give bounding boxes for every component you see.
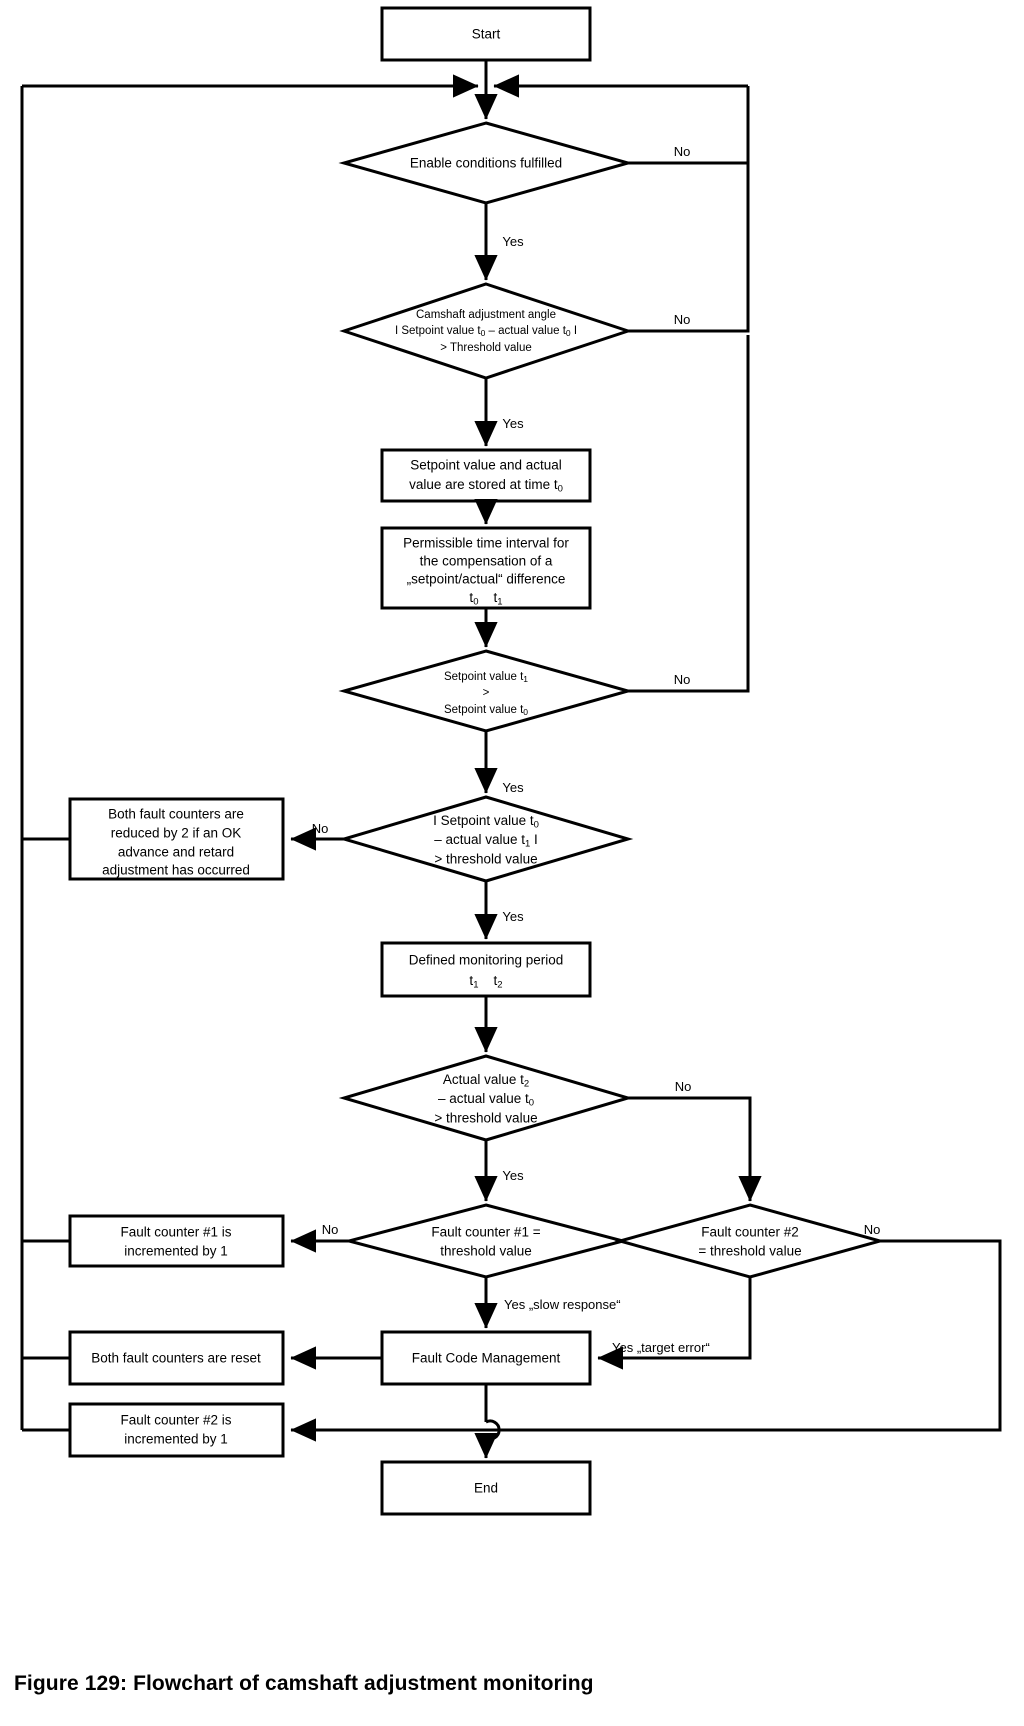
node-permissible-line3: „setpoint/actual“ difference: [407, 572, 566, 587]
node-setpoint-act-line3: > threshold value: [434, 852, 537, 867]
node-store-line1: Setpoint value and actual: [410, 458, 562, 473]
node-reduce-line1: Both fault counters are: [108, 807, 244, 822]
edge-label-actual-cmp-yes: Yes: [502, 1168, 524, 1183]
node-actual-compare: Actual value t2 – actual value t0 > thre…: [338, 1054, 634, 1142]
node-fc2-inc-line1: Fault counter #2 is: [120, 1413, 231, 1428]
node-setpoint-cmp-line3: Setpoint value t0: [444, 704, 528, 717]
node-camshaft-angle: Camshaft adjustment angle I Setpoint val…: [339, 282, 633, 380]
edge-label-fc2-yes: Yes „target error“: [612, 1340, 710, 1355]
node-setpoint-cmp-line2: >: [483, 687, 490, 699]
node-permissible-line4: t0 t1: [469, 590, 502, 607]
node-fault-code-management: Fault Code Management: [380, 1330, 592, 1386]
node-permissible-line1: Permissible time interval for: [403, 536, 569, 551]
node-monitoring-period: Defined monitoring period t1 t2: [380, 941, 592, 998]
edge-fc2-no: [290, 1239, 1002, 1442]
node-camshaft-line1: Camshaft adjustment angle: [416, 309, 556, 321]
node-setpoint-compare: Setpoint value t1 > Setpoint value t0: [338, 649, 634, 733]
node-reset-counters: Both fault counters are reset: [68, 1330, 285, 1386]
node-store-values: Setpoint value and actual value are stor…: [380, 448, 592, 503]
edge-label-enable-yes: Yes: [502, 234, 524, 249]
node-camshaft-line3: > Threshold value: [440, 342, 532, 354]
node-setpoint-act-line1: I Setpoint value t0: [433, 813, 539, 830]
node-actual-cmp-line2: – actual value t0: [438, 1091, 534, 1108]
node-setpoint-actual-compare: I Setpoint value t0 – actual value t1 I …: [338, 795, 634, 883]
figure-caption: Figure 129: Flowchart of camshaft adjust…: [14, 1672, 594, 1695]
node-store-line2: value are stored at time t0: [409, 477, 563, 494]
node-monitoring-line2: t1 t2: [469, 973, 502, 990]
node-fault-counter-2-increment: Fault counter #2 is incremented by 1: [68, 1402, 285, 1458]
edge-camshaft-no: [628, 163, 750, 333]
node-fc2-line1: Fault counter #2: [701, 1225, 799, 1240]
node-fc1-line1: Fault counter #1 =: [431, 1225, 540, 1240]
edge-label-fc1-no: No: [322, 1222, 339, 1237]
node-actual-cmp-line1: Actual value t2: [443, 1072, 529, 1089]
node-fc1-inc-line1: Fault counter #1 is: [120, 1225, 231, 1240]
node-reduce-line3: advance and retard: [118, 845, 234, 860]
node-end: End: [380, 1460, 592, 1516]
node-camshaft-line2: I Setpoint value t0 – actual value t0 I: [395, 325, 577, 338]
node-fault-counter-1-threshold: Fault counter #1 = threshold value: [343, 1203, 629, 1279]
node-monitoring-line1: Defined monitoring period: [409, 953, 564, 968]
node-permissible-line2: the compensation of a: [420, 554, 553, 569]
node-fc1-line2: threshold value: [440, 1244, 532, 1259]
edge-label-fc1-yes: Yes „slow response“: [504, 1297, 621, 1312]
node-fc2-line2: = threshold value: [698, 1244, 801, 1259]
node-enable-label: Enable conditions fulfilled: [410, 156, 562, 171]
node-permissible-interval: Permissible time interval for the compen…: [380, 526, 592, 610]
node-start: Start: [380, 6, 592, 62]
edge-label-enable-no: No: [674, 144, 691, 159]
node-setpoint-act-line2: – actual value t1 I: [434, 832, 538, 849]
edge-label-camshaft-yes: Yes: [502, 416, 524, 431]
edge-label-setpoint-act-no: No: [312, 821, 329, 836]
node-reduce-counters: Both fault counters are reduced by 2 if …: [68, 797, 285, 881]
node-fault-counter-2-threshold: Fault counter #2 = threshold value: [614, 1203, 886, 1279]
node-end-label: End: [474, 1481, 498, 1496]
edge-setpoint-cmp-no: [628, 335, 750, 693]
node-fc2-inc-line2: incremented by 1: [124, 1432, 228, 1447]
edge-label-setpoint-cmp-no: No: [674, 672, 691, 687]
node-actual-cmp-line3: > threshold value: [434, 1111, 537, 1126]
node-setpoint-cmp-line1: Setpoint value t1: [444, 671, 528, 684]
node-reduce-line2: reduced by 2 if an OK: [111, 826, 242, 841]
edge-label-camshaft-no: No: [674, 312, 691, 327]
node-fc1-inc-line2: incremented by 1: [124, 1244, 228, 1259]
edge-label-setpoint-act-yes: Yes: [502, 909, 524, 924]
edge-fc2-yes: [597, 1277, 752, 1370]
node-reset-label: Both fault counters are reset: [91, 1351, 261, 1366]
edge-label-setpoint-cmp-yes: Yes: [502, 780, 524, 795]
edge-actual-cmp-no: [628, 1096, 762, 1202]
node-fault-counter-1-increment: Fault counter #1 is incremented by 1: [68, 1214, 285, 1268]
edge-label-fc2-no: No: [864, 1222, 881, 1237]
edge-label-actual-cmp-no: No: [675, 1079, 692, 1094]
node-start-label: Start: [472, 27, 501, 42]
node-enable-conditions: Enable conditions fulfilled: [338, 121, 634, 205]
node-reduce-line4: adjustment has occurred: [102, 863, 250, 878]
node-fcm-label: Fault Code Management: [412, 1351, 561, 1366]
